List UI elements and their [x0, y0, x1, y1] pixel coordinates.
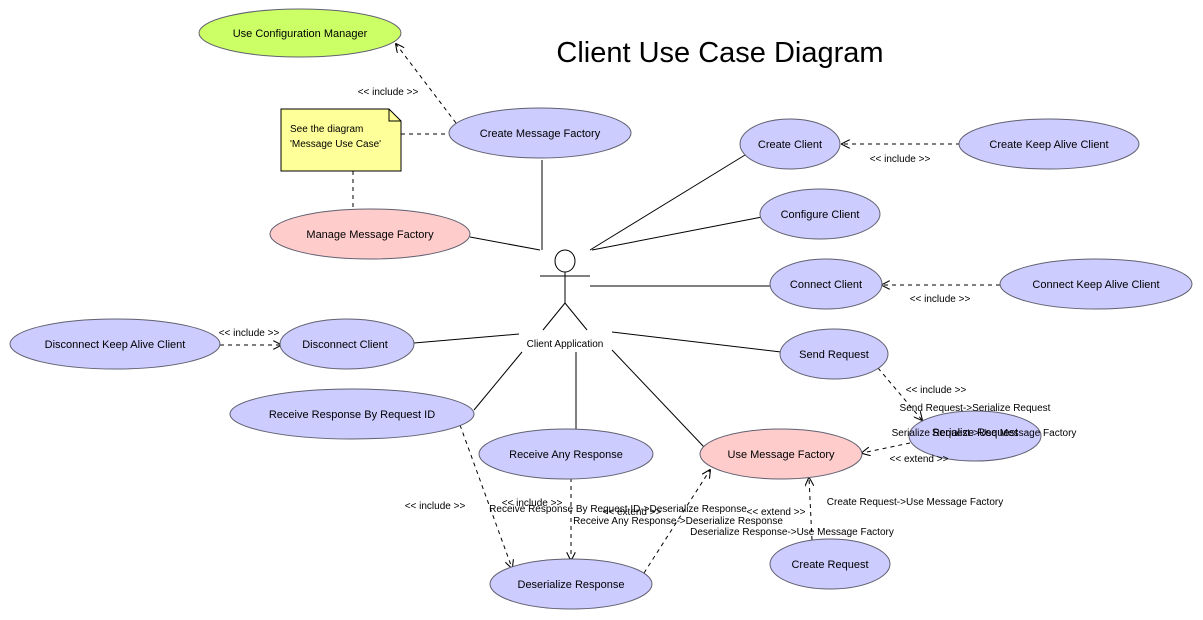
relation-receive-by-id-to-deserialize: Receive Response By Request ID->Deserial…: [489, 504, 747, 515]
note-line-1: See the diagram: [290, 124, 363, 135]
use-case-label: Receive Response By Request ID: [269, 409, 435, 421]
use-case-use-message-factory[interactable]: Use Message Factory: [699, 428, 863, 480]
use-case-label: Disconnect Client: [302, 339, 388, 351]
use-case-create-message-factory[interactable]: Create Message Factory: [448, 107, 632, 159]
relation-create-request-to-use-factory: Create Request->Use Message Factory: [827, 497, 1003, 508]
note-fold: [388, 109, 401, 122]
use-case-label: Connect Keep Alive Client: [1032, 279, 1159, 291]
actor-head: [554, 249, 576, 273]
use-case-create-keep-alive-client[interactable]: Create Keep Alive Client: [958, 118, 1140, 170]
extend-label-deserialize: << extend >>: [603, 507, 662, 518]
use-case-create-request[interactable]: Create Request: [769, 538, 891, 590]
use-case-label: Use Message Factory: [728, 449, 835, 461]
actor-left-leg: [542, 302, 566, 331]
use-case-use-configuration-manager[interactable]: Use Configuration Manager: [198, 8, 402, 58]
assoc-manage-message-factory: [469, 236, 541, 251]
associations: [413, 154, 782, 448]
use-case-label: Deserialize Response: [518, 579, 625, 591]
dep-receive-by-id-to-deserialize: [459, 424, 512, 568]
use-case-label: Manage Message Factory: [306, 229, 434, 241]
include-label-create-client: << include >>: [870, 154, 931, 165]
include-label-send-request: << include >>: [906, 385, 967, 396]
relation-serialize-to-use-factory: Serialize Request->Use Message Factory: [892, 428, 1077, 439]
use-case-label: Serialize Request: [932, 427, 1018, 439]
extend-label-create-request: << extend >>: [747, 507, 806, 518]
use-case-label: Receive Any Response: [509, 449, 623, 461]
use-case-create-client[interactable]: Create Client: [739, 118, 841, 170]
use-case-label: Connect Client: [790, 279, 862, 291]
use-case-connect-keep-alive-client[interactable]: Connect Keep Alive Client: [999, 258, 1193, 310]
assoc-configure-client: [591, 216, 763, 251]
include-label-config-manager: << include >>: [358, 87, 419, 98]
relation-deserialize-to-use-factory: Deserialize Response->Use Message Factor…: [690, 527, 894, 538]
include-label-receive-by-id: << include >>: [405, 501, 466, 512]
use-case-label: Create Client: [758, 139, 822, 151]
note-line-2: 'Message Use Case': [290, 139, 381, 150]
actor-client-application[interactable]: Client Application: [527, 249, 604, 350]
use-case-connect-client[interactable]: Connect Client: [769, 258, 883, 310]
actor-right-leg: [564, 302, 588, 331]
use-case-label: Create Request: [791, 559, 868, 571]
actor-label: Client Application: [527, 339, 604, 350]
use-case-label: Configure Client: [781, 209, 860, 221]
use-case-disconnect-keep-alive-client[interactable]: Disconnect Keep Alive Client: [9, 318, 221, 370]
assoc-disconnect-client: [413, 333, 520, 344]
use-case-label: Send Request: [799, 349, 869, 361]
assoc-receive-response-by-id: [473, 351, 523, 411]
use-case-receive-response-by-request-id[interactable]: Receive Response By Request ID: [229, 388, 475, 440]
use-case-label: Use Configuration Manager: [233, 28, 368, 40]
use-case-label: Disconnect Keep Alive Client: [45, 339, 186, 351]
dep-serialize-to-use-factory: [862, 442, 911, 453]
use-case-manage-message-factory[interactable]: Manage Message Factory: [269, 208, 471, 260]
relation-receive-any-to-deserialize: Receive Any Response->Deserialize Respon…: [573, 516, 783, 527]
use-case-send-request[interactable]: Send Request: [779, 328, 889, 380]
assoc-use-message-factory: [611, 349, 705, 448]
dep-create-request-to-use-factory: [809, 478, 812, 541]
use-case-label: Create Keep Alive Client: [989, 139, 1108, 151]
use-cases: Use Configuration Manager Create Message…: [9, 8, 1193, 610]
assoc-send-request: [611, 331, 782, 353]
assoc-create-client: [589, 154, 746, 251]
use-case-receive-any-response[interactable]: Receive Any Response: [478, 428, 654, 480]
dependencies: [220, 44, 1000, 574]
diagram-title: Client Use Case Diagram: [556, 37, 883, 69]
use-case-serialize-request[interactable]: Serialize Request: [908, 410, 1042, 462]
include-label-connect-client: << include >>: [910, 294, 971, 305]
note: See the diagram 'Message Use Case': [280, 108, 402, 172]
dep-send-request-to-serialize: [877, 367, 922, 420]
use-case-disconnect-client[interactable]: Disconnect Client: [279, 318, 415, 370]
note-connectors: [352, 133, 450, 208]
include-label-receive-any: << include >>: [502, 498, 563, 509]
use-case-configure-client[interactable]: Configure Client: [759, 188, 881, 240]
use-case-deserialize-response[interactable]: Deserialize Response: [489, 558, 653, 610]
include-label-disconnect-client: << include >>: [219, 328, 280, 339]
dep-create-factory-to-config-manager: [396, 44, 457, 124]
use-case-label: Create Message Factory: [480, 128, 601, 140]
relation-send-to-serialize: Send Request->Serialize Request: [900, 403, 1051, 414]
note-box: [280, 108, 402, 172]
relation-labels: << include >> << include >> << include >…: [219, 87, 1077, 538]
extend-label-serialize: << extend >>: [890, 454, 949, 465]
